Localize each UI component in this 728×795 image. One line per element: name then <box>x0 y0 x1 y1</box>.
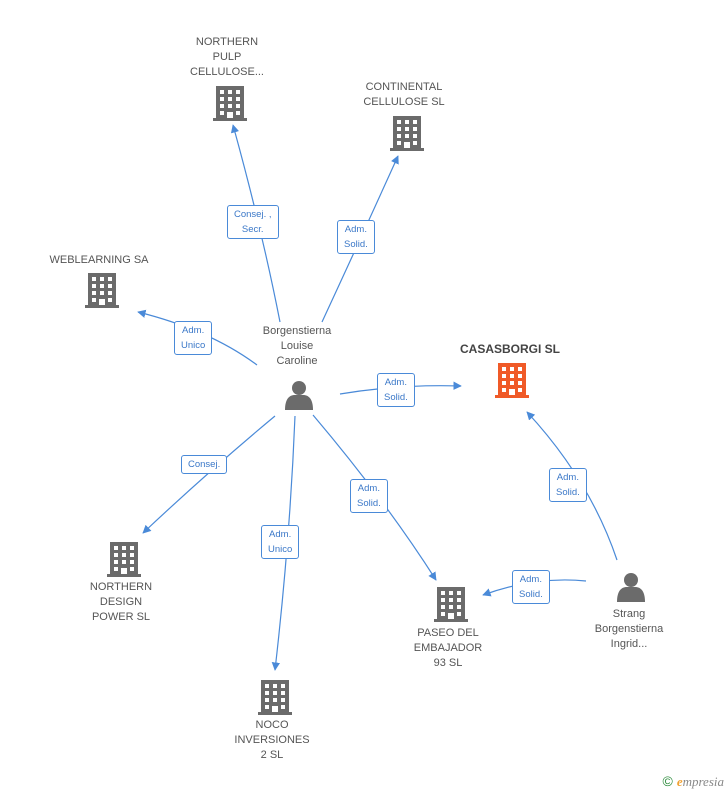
edge-label-e9: Adm. Solid. <box>512 570 550 604</box>
edge-label-e4: Adm. Solid. <box>377 373 415 407</box>
borgenstierna-person-icon[interactable] <box>285 381 313 410</box>
northern-design-building-icon[interactable] <box>107 542 141 577</box>
node-label-borgenstierna[interactable]: Borgenstierna Louise Caroline <box>262 325 332 367</box>
node-label-northern-pulp[interactable]: NORTHERN PULP CELLULOSE... <box>190 36 264 78</box>
casasborgi-building-icon[interactable] <box>495 363 529 398</box>
edge-e5-line <box>142 415 276 534</box>
node-label-northern-design[interactable]: NORTHERN DESIGN POWER SL <box>89 581 153 623</box>
node-label-continental[interactable]: CONTINENTAL CELLULOSE SL <box>363 81 445 108</box>
edge-label-e2: Adm. Solid. <box>337 220 375 254</box>
edge-label-e1: Consej. , Secr. <box>227 205 279 239</box>
weblearning-building-icon[interactable] <box>85 273 119 308</box>
empresia-logo: ©empresia <box>662 773 724 790</box>
node-label-noco[interactable]: NOCO INVERSIONES 2 SL <box>234 719 310 761</box>
copyright-icon: © <box>662 773 673 789</box>
edge-label-e6: Adm. Unico <box>261 525 300 559</box>
node-label-casasborgi[interactable]: CASASBORGI SL <box>459 342 561 356</box>
strang-person-icon[interactable] <box>617 573 645 602</box>
node-label-weblearning[interactable]: WEBLEARNING SA <box>49 254 149 266</box>
northern-pulp-building-icon[interactable] <box>213 86 247 121</box>
paseo-building-icon[interactable] <box>434 587 468 622</box>
edge-label-e7: Adm. Solid. <box>350 479 388 513</box>
edge-label-e3: Adm. Unico <box>174 321 213 355</box>
continental-building-icon[interactable] <box>390 116 424 151</box>
brand-e: e <box>676 774 683 789</box>
edge-label-e5: Consej. <box>181 455 228 474</box>
edge-label-e8: Adm. Solid. <box>549 468 587 502</box>
noco-building-icon[interactable] <box>258 680 292 715</box>
node-label-paseo[interactable]: PASEO DEL EMBAJADOR 93 SL <box>413 627 483 669</box>
node-label-strang[interactable]: Strang Borgenstierna Ingrid... <box>594 608 664 650</box>
brand-name: mpresia <box>682 774 724 789</box>
